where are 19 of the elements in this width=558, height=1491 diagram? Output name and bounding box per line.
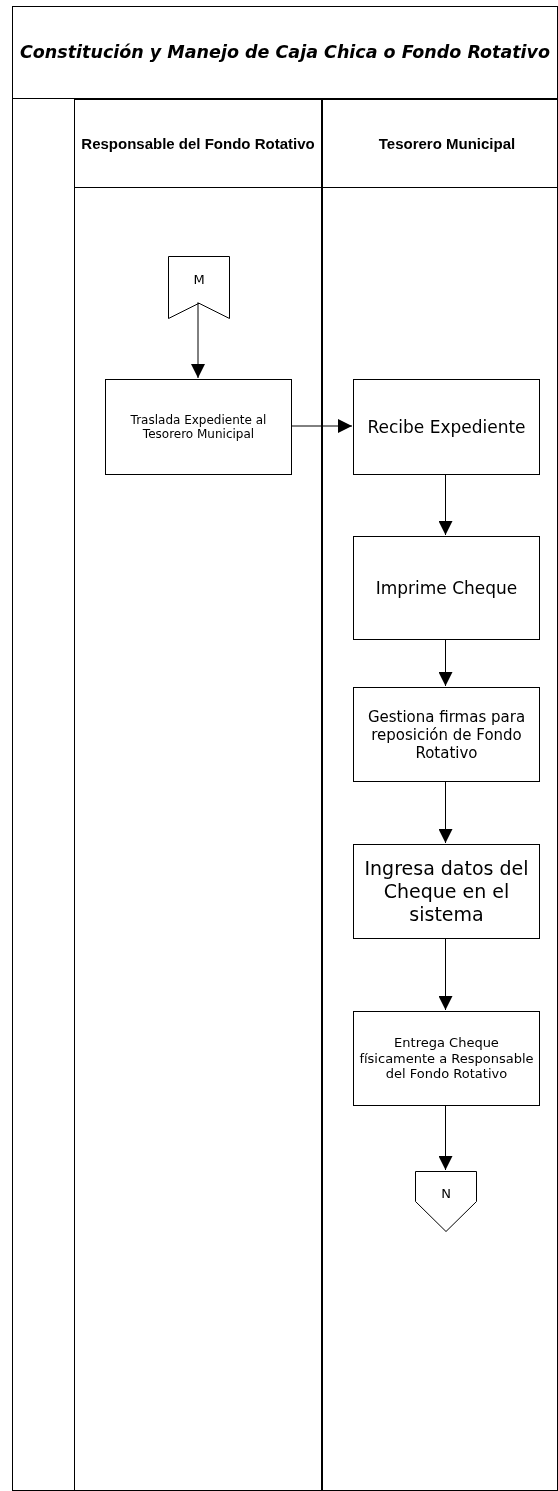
arrow <box>438 780 453 844</box>
process-box: Ingresa datos del Cheque en el sistema <box>353 844 540 939</box>
process-box: Traslada Expediente al Tesorero Municipal <box>105 379 292 475</box>
process-box: Gestiona firmas para reposición de Fondo Rotativo <box>353 687 540 782</box>
lane-header: Tesorero Municipal <box>378 134 516 153</box>
off-page-connector: M <box>168 256 230 319</box>
process-box: Entrega Cheque físicamente a Responsable del Fondo Rotativo <box>353 1011 540 1106</box>
lane-header: Responsable del Fondo Rotativo <box>81 134 315 153</box>
arrow <box>438 473 453 536</box>
arrow <box>438 1104 453 1171</box>
process-box: Imprime Cheque <box>353 536 540 640</box>
arrow <box>290 419 353 433</box>
off-page-connector: N <box>415 1171 477 1232</box>
swimlane <box>74 99 322 1491</box>
arrow <box>438 638 453 687</box>
process-box: Recibe Expediente <box>353 379 540 475</box>
swimlane <box>322 99 558 1491</box>
arrow <box>438 937 453 1011</box>
diagram-title: Constitución y Manejo de Caja Chica o Fondo Rotativo <box>19 41 551 64</box>
